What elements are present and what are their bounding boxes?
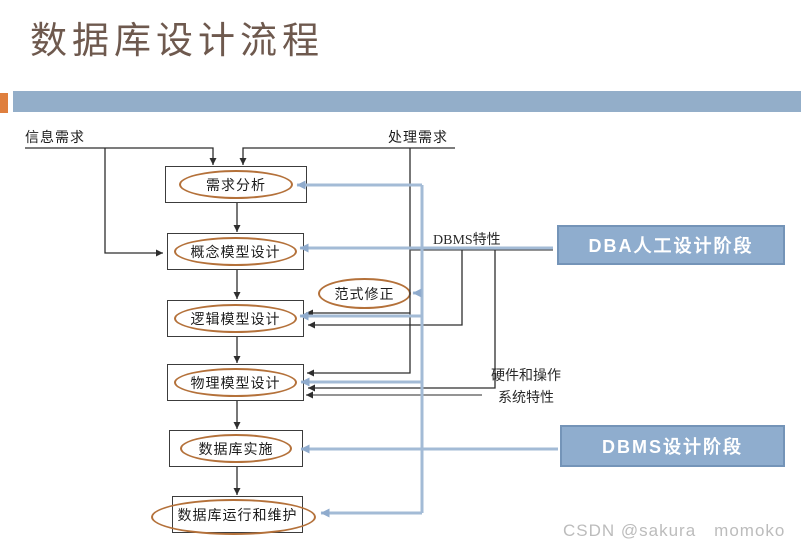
maintenance-label: 数据库运行和维护: [177, 508, 298, 524]
maintenance-ellipse: [151, 499, 316, 535]
node-normalization: 范式修正: [318, 278, 411, 309]
conceptual-label: 概念模型设计: [190, 245, 281, 261]
header-bar: [13, 91, 801, 112]
physical-label: 物理模型设计: [190, 376, 281, 392]
connector-stage-blue: [296, 180, 558, 518]
dbms-characteristics-note: DBMS特性: [433, 233, 501, 248]
implementation-label: 数据库实施: [198, 442, 274, 458]
watermark: CSDN @sakura momoko: [563, 521, 786, 540]
accent-square: [0, 93, 8, 113]
conceptual-ellipse: [174, 237, 297, 266]
input-process-label: 处理需求: [388, 131, 448, 146]
hardware-os-note-line2: 系统特性: [498, 391, 554, 406]
node-conceptual-design: 概念模型设计: [167, 233, 304, 270]
stage-dba-manual-design: DBA人工设计阶段: [557, 225, 785, 265]
input-info-label: 信息需求: [25, 131, 85, 146]
node-maintenance: 数据库运行和维护: [151, 496, 316, 535]
node-requirement-analysis: 需求分析: [165, 166, 307, 203]
hardware-os-note-line1: 硬件和操作: [491, 369, 561, 384]
page-title: 数据库设计流程: [30, 21, 324, 62]
node-physical-design: 物理模型设计: [167, 364, 304, 401]
requirement-label: 需求分析: [206, 178, 266, 194]
logical-label: 逻辑模型设计: [190, 312, 281, 328]
physical-ellipse: [174, 368, 297, 397]
logical-ellipse: [174, 304, 297, 333]
requirement-ellipse: [179, 170, 293, 199]
implementation-ellipse: [180, 434, 292, 463]
node-logical-design: 逻辑模型设计: [167, 300, 304, 337]
node-implementation: 数据库实施: [169, 430, 303, 467]
hardware-os-note: 硬件和操作 系统特性: [478, 366, 574, 410]
stage-dbms-design: DBMS设计阶段: [560, 425, 785, 467]
